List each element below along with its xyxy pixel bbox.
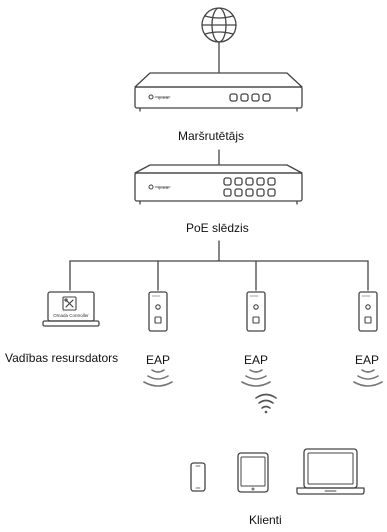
eap-signal-icon-1 [143, 369, 173, 387]
eap-signal-icon-2 [241, 369, 271, 387]
poe-switch-icon [134, 164, 303, 205]
eap-device-1 [148, 291, 168, 332]
wifi-signal-icon [255, 393, 277, 414]
eap-device-2 [246, 291, 266, 332]
router-icon [134, 72, 303, 112]
tablet-icon [237, 452, 269, 493]
eap-signal-icon-3 [353, 369, 383, 387]
router-brand-text: tp-link [158, 95, 169, 100]
eap-label-1: EAP [146, 353, 171, 367]
smartphone-icon [190, 462, 206, 492]
clients-label: Klienti [249, 513, 282, 527]
eap-label-2: EAP [244, 353, 269, 367]
laptop-client-icon [296, 448, 365, 495]
globe-icon [201, 7, 237, 43]
eap-device-3 [358, 291, 378, 332]
router-label: Maršrutētājs [178, 129, 245, 143]
switch-distribution-lines [69, 240, 369, 291]
laptop-icon [42, 291, 100, 327]
poe-switch-label: PoE slēdzis [186, 221, 249, 235]
controller-screen-text: Omada Controller [53, 313, 89, 318]
eap-label-3: EAP [355, 353, 380, 367]
controller-label: Vadības resursdators [5, 351, 119, 365]
switch-brand-text: tp-link [158, 185, 169, 190]
